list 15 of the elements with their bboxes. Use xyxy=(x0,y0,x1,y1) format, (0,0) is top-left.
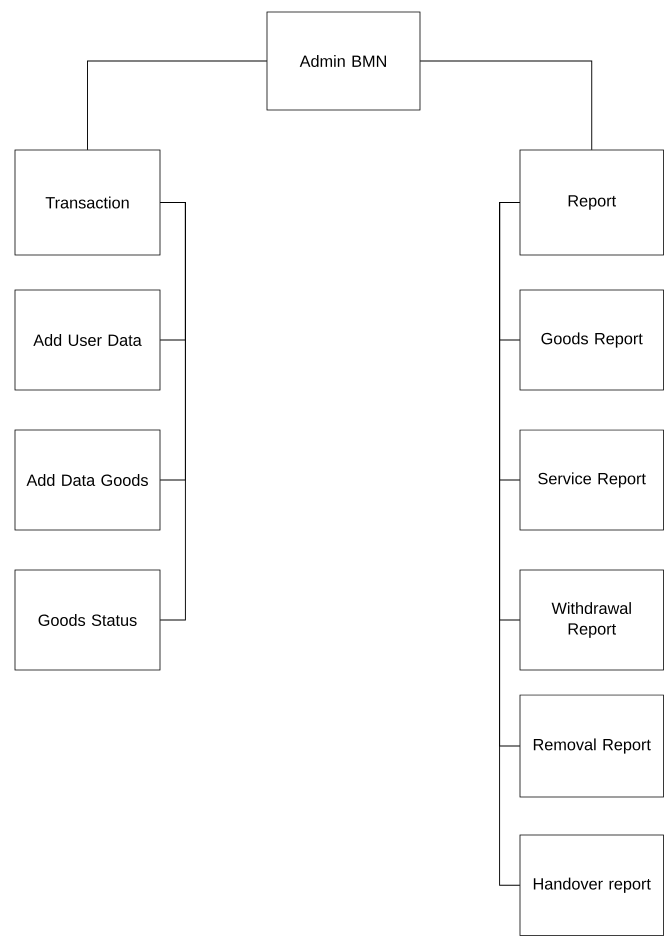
menu-box: Goods Report xyxy=(520,290,664,390)
menu-box: Withdrawal Report xyxy=(520,570,664,670)
menu-box: Add Data Goods xyxy=(14,430,160,530)
menu-box: Add User Data xyxy=(14,290,160,390)
menu-box: Goods Status xyxy=(14,570,160,670)
connector-line xyxy=(87,60,268,150)
menu-box: Transaction xyxy=(14,150,160,256)
connector-line xyxy=(160,202,186,620)
connector-line xyxy=(499,202,520,886)
menu-box: Handover report xyxy=(520,834,664,936)
menu-box: Removal Report xyxy=(520,694,664,798)
menu-box: Service Report xyxy=(520,430,664,530)
connector-line xyxy=(420,60,592,150)
menu-box: Admin BMN xyxy=(266,12,420,110)
menu-box: Report xyxy=(520,150,664,256)
